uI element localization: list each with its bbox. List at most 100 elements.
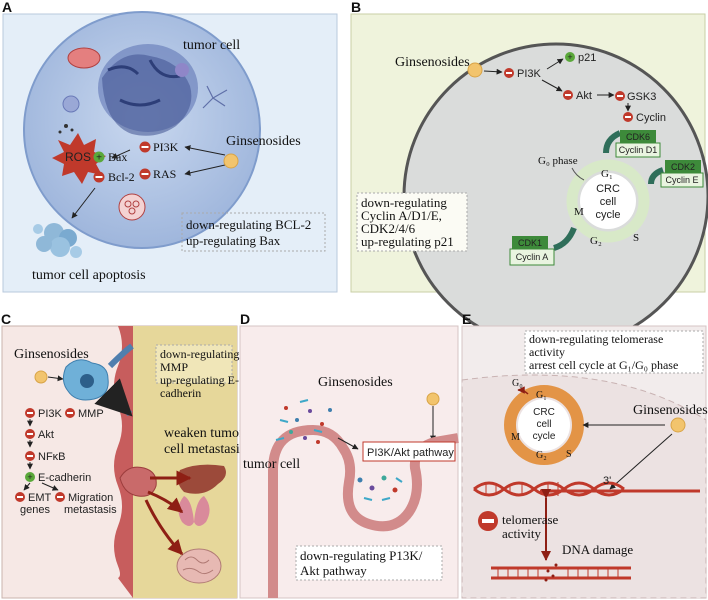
- ginsenosides-label: Ginsenosides: [226, 134, 301, 149]
- nfkb-label: NFκB: [38, 451, 66, 463]
- panel-e-summary-box: [524, 330, 704, 374]
- ras-label: RAS: [153, 167, 176, 181]
- panel-c-box-line2: MMP: [160, 360, 188, 374]
- pi3k-label-c: PI3K: [38, 408, 63, 420]
- cell-cycle-ring-e: [504, 385, 584, 465]
- panel-c-box-line4: cadherin: [160, 386, 201, 400]
- panel-d-box-line2: Akt pathway: [300, 563, 367, 578]
- p21-label: p21: [578, 52, 596, 64]
- g0-phase-label: G₀ phase: [538, 155, 578, 167]
- panel-b-box-line4: up-regulating p21: [361, 234, 454, 249]
- cyclin-label: Cyclin: [636, 112, 666, 124]
- invading-tumor-cell: [119, 466, 157, 497]
- g0-label-e: G₀: [512, 378, 523, 389]
- panel-c-label: C: [1, 311, 11, 327]
- panel-e-label: E: [462, 311, 471, 327]
- panel-b-summary-box: [356, 192, 468, 252]
- ginsenosides-label-b: Ginsenosides: [395, 55, 470, 70]
- g2-label-e: G₂: [536, 450, 547, 461]
- tumor-cell-label-d: tumor cell: [243, 457, 300, 472]
- dna-damage-label: DNA damage: [562, 542, 633, 557]
- cdk6-label: CDK6: [626, 132, 650, 142]
- apoptosis-label: tumor cell apoptosis: [32, 268, 146, 283]
- cyclin-e-box: [660, 172, 704, 188]
- brain-icon: [176, 548, 222, 584]
- apoptotic-bodies: [33, 223, 82, 258]
- migration-label-2: metastasis: [64, 504, 117, 516]
- panel-a-label: A: [2, 0, 12, 15]
- panel-a-box-line1: down-regulating BCL-2: [186, 217, 311, 232]
- panel-d: D Ginsenosides tumor cell PI3K/Akt pathw…: [239, 311, 459, 599]
- ginsenosides-molecule-b: [467, 62, 483, 78]
- weaken-line2: cell metastasis: [164, 442, 245, 457]
- lungs-icon: [178, 496, 210, 526]
- panel-a-box-line2: up-regulating Bax: [186, 233, 281, 248]
- cyclin-a-box: [509, 248, 555, 266]
- ros-label: ROS: [65, 150, 91, 164]
- cdk6-box: [620, 130, 656, 143]
- cdk1-box: [512, 236, 548, 249]
- emt-label-1: EMT: [28, 492, 52, 504]
- lysosome: [118, 193, 146, 221]
- ginsenosides-label-c: Ginsenosides: [14, 347, 89, 362]
- m-label-b: M: [574, 206, 584, 218]
- cdk2-arc: [648, 167, 665, 185]
- three-prime-label: 3': [603, 475, 611, 487]
- cdk2-box: [665, 160, 701, 173]
- panel-c: C Ginsenosides down-regulating MMP up-re…: [1, 311, 245, 599]
- cell-cycle-center: [580, 173, 636, 229]
- crc-text-e3: cycle: [533, 431, 556, 442]
- mitochondrion: [67, 47, 101, 69]
- m-label-e: M: [511, 432, 520, 443]
- panel-b-box-line1: down-regulating: [361, 195, 447, 210]
- cdk1-label: CDK1: [518, 238, 542, 248]
- ginsenoside-particles: [275, 399, 403, 501]
- panel-b-box-line2: Cyclin A/D1/E,: [361, 208, 442, 223]
- s-label-e: S: [566, 449, 572, 460]
- migration-label-1: Migration: [68, 492, 113, 504]
- vesicle: [175, 63, 189, 77]
- weaken-line1: weaken tumor: [164, 426, 244, 441]
- panel-d-summary-box: [295, 545, 443, 581]
- pi3k-akt-pathway-label: PI3K/Akt pathway: [367, 447, 454, 459]
- ginsenosides-label-d: Ginsenosides: [318, 375, 393, 390]
- panel-d-box-line1: down-regulating P13K/: [300, 548, 423, 563]
- cyclin-a-label: Cyclin A: [516, 252, 549, 262]
- crc-text-b1: CRC: [596, 183, 620, 195]
- panel-e-box-line2: activity: [529, 345, 565, 359]
- emt-label-2: genes: [20, 504, 50, 516]
- g1-label-e: G₁: [536, 390, 547, 401]
- activate-bax-icon: [93, 151, 105, 163]
- crc-text-b3: cycle: [595, 209, 620, 221]
- panel-a-summary-box: [181, 212, 326, 252]
- pi3k-label: PI3K: [153, 140, 179, 154]
- ginsenosides-molecule: [223, 153, 239, 169]
- cdk1-arc: [553, 226, 577, 251]
- pi3k-akt-pathway-box: [362, 441, 456, 462]
- ginsenosides-molecule-c: [34, 370, 48, 384]
- pi3k-label-b: PI3K: [517, 68, 542, 80]
- crc-text-e2: cell: [536, 419, 551, 430]
- crc-text-b2: cell: [600, 196, 617, 208]
- g2-label-b: G₂: [590, 235, 602, 247]
- ginsenosides-molecule-e: [670, 417, 686, 433]
- bcl2-label: Bcl-2: [108, 170, 135, 184]
- cyclin-d1-label: Cyclin D1: [619, 145, 658, 155]
- mmp-label-c: MMP: [78, 408, 104, 420]
- cdk2-label: CDK2: [671, 162, 695, 172]
- cdk6-arc: [603, 130, 622, 154]
- panel-b: B Ginsenosides PI3K + p21 Akt GSK3 Cycli…: [350, 0, 708, 350]
- svg-text:+: +: [567, 52, 572, 62]
- gsk3-label: GSK3: [627, 91, 656, 103]
- panel-b-box-line3: CDK2/4/6: [361, 221, 416, 236]
- akt-label-b: Akt: [576, 90, 592, 102]
- crc-text-e1: CRC: [533, 407, 555, 418]
- cell-cycle-center-e: [518, 399, 570, 451]
- svg-text:+: +: [27, 472, 32, 482]
- akt-label-c: Akt: [38, 429, 54, 441]
- ecadherin-label: E-cadherin: [38, 472, 91, 484]
- panel-e-box-line3: arrest cell cycle at G₁/G₀ phase: [529, 358, 678, 372]
- ros-burst: [52, 133, 106, 184]
- svg-text:+: +: [96, 153, 102, 164]
